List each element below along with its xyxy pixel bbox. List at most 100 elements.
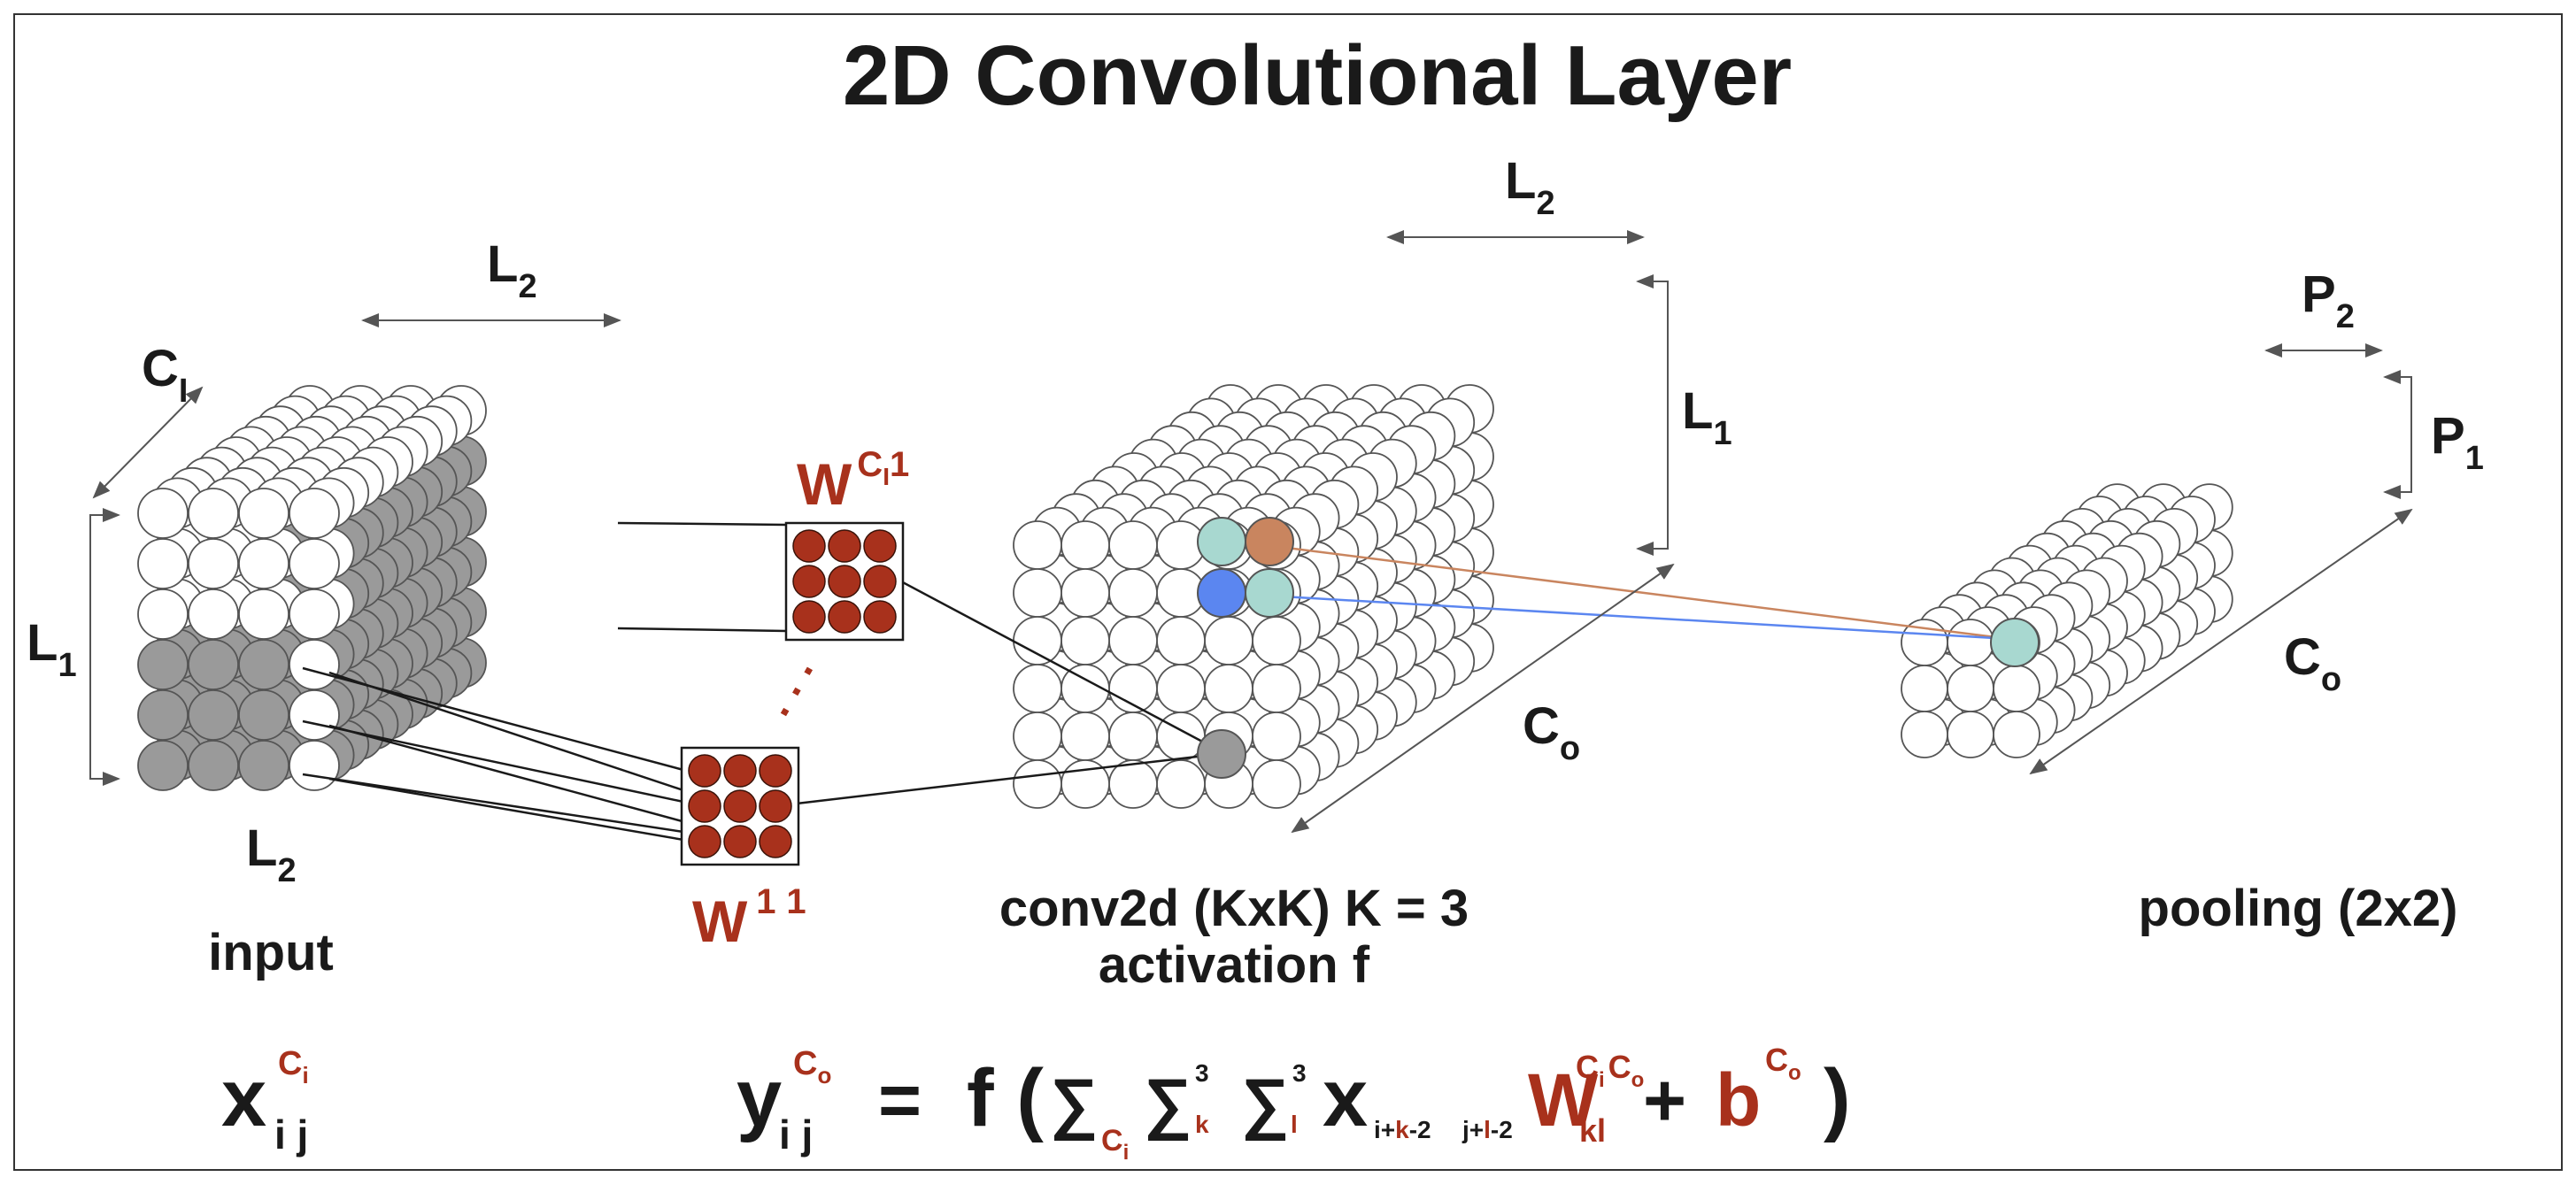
conv-neuron-teal-1 <box>1197 517 1246 566</box>
input-neuron <box>289 740 340 791</box>
output-formula: y i j Co = f ( ∑ Ci ∑ 3 k ∑ 3 l x i+k-2 … <box>737 1042 1851 1165</box>
conv-caption-line1: conv2d (KxK) K = 3 <box>999 880 1469 937</box>
conv-neuron <box>1252 759 1301 809</box>
svg-text:3: 3 <box>1292 1059 1307 1087</box>
conv-neuron <box>1108 616 1158 665</box>
weight-cell <box>688 754 721 788</box>
input-neuron <box>289 689 340 741</box>
conv-neuron <box>1252 712 1301 761</box>
conv-neuron <box>1013 759 1062 809</box>
conv-caption-line2: activation f <box>1099 936 1370 994</box>
connection-line <box>617 627 787 633</box>
conv-co-arrow <box>1291 563 1675 834</box>
pool-co-label: Co <box>2284 628 2341 698</box>
conv-neuron <box>1108 568 1158 618</box>
conv-neuron <box>1060 520 1110 570</box>
svg-text:∑: ∑ <box>1144 1065 1192 1141</box>
input-neuron <box>188 740 239 791</box>
conv-neuron <box>1060 712 1110 761</box>
input-neuron <box>289 538 340 589</box>
svg-text:Co: Co <box>793 1045 831 1089</box>
conv-neuron <box>1013 712 1062 761</box>
input-neuron <box>137 639 189 690</box>
svg-text:W: W <box>1528 1058 1599 1142</box>
weight-cell <box>828 600 861 634</box>
svg-text:f (: f ( <box>967 1053 1044 1143</box>
input-neuron <box>238 488 289 539</box>
connection-line <box>328 671 690 794</box>
input-formula: x i j Ci <box>221 1045 309 1158</box>
weight-cell <box>759 754 792 788</box>
weight-cell <box>688 789 721 823</box>
input-neuron <box>188 689 239 741</box>
pool-co-arrow <box>2029 508 2413 775</box>
conv-neuron <box>1252 616 1301 665</box>
input-tensor <box>137 385 487 791</box>
svg-text:j+l-2: j+l-2 <box>1462 1116 1513 1143</box>
connection-line <box>328 724 690 825</box>
conv-l1-bracket <box>1636 274 1669 556</box>
svg-text:l: l <box>1291 1111 1298 1138</box>
input-neuron <box>188 639 239 690</box>
weight-cell <box>863 565 897 598</box>
input-ci-arrow <box>92 386 204 499</box>
conv-l1-label: L1 <box>1682 382 1732 452</box>
conv-neuron <box>1204 616 1253 665</box>
input-neuron <box>238 639 289 690</box>
svg-text:Ci: Ci <box>278 1045 309 1089</box>
weight-cell <box>792 600 826 634</box>
svg-text:3: 3 <box>1195 1059 1209 1087</box>
svg-text:∑: ∑ <box>1050 1065 1098 1141</box>
pool-neuron <box>1993 665 2040 712</box>
weight-cell <box>828 565 861 598</box>
conv-neuron <box>1204 664 1253 713</box>
input-neuron <box>137 740 189 791</box>
highlighted-neurons <box>1197 517 2040 779</box>
weight-cell <box>792 529 826 563</box>
conv-neuron <box>1060 568 1110 618</box>
input-l2-bottom-label: L2 <box>246 819 297 889</box>
svg-text:y: y <box>737 1053 782 1143</box>
pool-neuron <box>1901 711 1948 758</box>
svg-text:∑: ∑ <box>1241 1065 1289 1141</box>
pool-p2-label: P2 <box>2302 265 2355 335</box>
pool-neuron <box>1901 665 1948 712</box>
conv-neuron <box>1013 616 1062 665</box>
input-caption: input <box>208 924 334 981</box>
connection-line <box>899 579 1207 745</box>
connection-line <box>796 752 1221 805</box>
dimension-arrows <box>89 230 2413 834</box>
input-neuron <box>238 538 289 589</box>
pool-p1-bracket <box>2383 370 2412 499</box>
svg-text:k: k <box>1195 1111 1209 1138</box>
svg-text:b: b <box>1716 1058 1761 1142</box>
pool-neuron <box>1947 665 1994 712</box>
svg-text:Ci: Ci <box>1101 1124 1129 1165</box>
weight-cell <box>863 600 897 634</box>
weight-cell <box>723 754 757 788</box>
input-neuron <box>188 488 239 539</box>
weight-cell <box>828 529 861 563</box>
input-neuron <box>289 488 340 539</box>
pool-caption: pooling (2x2) <box>2139 880 2458 937</box>
input-neuron <box>137 538 189 589</box>
svg-text:Co: Co <box>1765 1042 1801 1085</box>
svg-text:kl: kl <box>1579 1112 1606 1149</box>
pool-p1-label: P1 <box>2431 407 2484 477</box>
input-neuron <box>238 689 289 741</box>
weight-kernel-bottom <box>680 746 800 866</box>
conv-neuron <box>1156 664 1206 713</box>
conv-neuron <box>1252 664 1301 713</box>
connection-lines <box>302 521 1221 842</box>
conv-neuron <box>1156 616 1206 665</box>
conv-neuron <box>1013 520 1062 570</box>
conv-neuron-teal-2 <box>1245 568 1294 618</box>
input-neuron <box>137 588 189 640</box>
weight-cell <box>723 789 757 823</box>
weight-cell <box>759 789 792 823</box>
input-l2-top-label: L2 <box>487 235 537 305</box>
conv-neuron <box>1108 712 1158 761</box>
